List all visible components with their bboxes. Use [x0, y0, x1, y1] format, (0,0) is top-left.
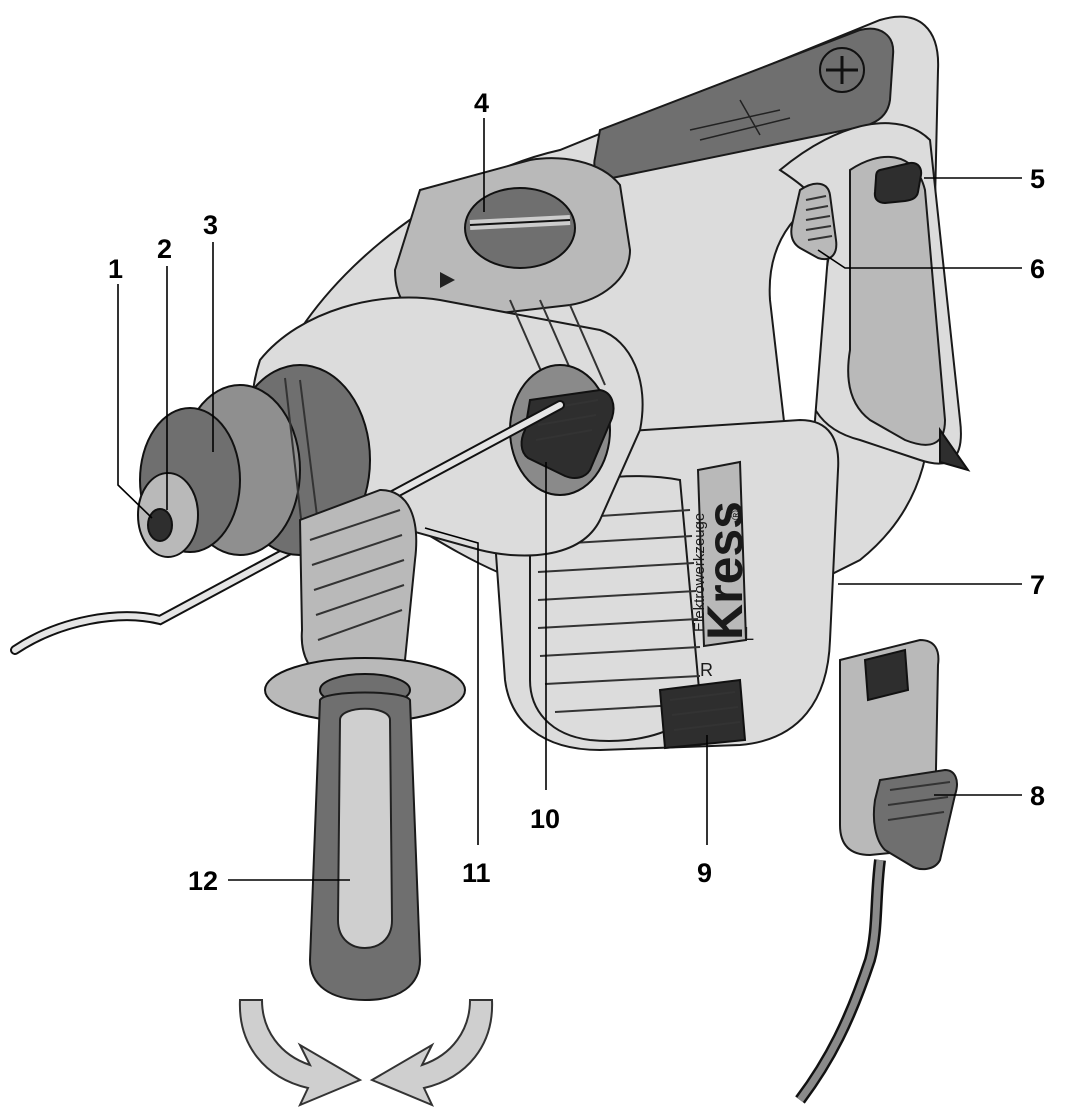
leader-lines: [117, 118, 1022, 881]
rotation-arrows: [238, 999, 494, 1107]
mode-selector-dial: [393, 157, 632, 322]
callout-1: 1: [108, 254, 123, 284]
rear-handle: [768, 122, 971, 472]
direction-left-label: L: [744, 624, 754, 644]
trigger-switch: [790, 182, 838, 260]
callout-12: 12: [188, 866, 218, 896]
callout-4: 4: [474, 88, 489, 118]
lock-button: [873, 161, 923, 205]
brand-name: Kress: [697, 501, 753, 640]
callout-2: 2: [157, 234, 172, 264]
registered-mark: ®: [728, 510, 743, 520]
rotation-direction-switch: R L: [658, 624, 754, 750]
callout-6: 6: [1030, 254, 1045, 284]
cable-connector: [795, 638, 958, 1104]
callout-9: 9: [697, 858, 712, 888]
callout-7: 7: [1030, 570, 1045, 600]
rotate-right-arrow-icon: [238, 999, 363, 1107]
callout-5: 5: [1030, 164, 1045, 194]
brand-subtitle: Elektrowerkzeuge: [691, 513, 708, 632]
callout-8: 8: [1030, 781, 1045, 811]
brand-label: Kress Elektrowerkzeuge ®: [691, 501, 753, 640]
auxiliary-handle: [264, 488, 466, 1002]
callout-11: 11: [462, 858, 491, 888]
rotate-left-arrow-icon: [369, 999, 494, 1107]
callout-numbers: 1 2 3 4 5 6 7 8 9 10 11 12: [108, 88, 1045, 896]
leader-6: [817, 249, 1022, 269]
callout-3: 3: [203, 210, 218, 240]
leader-11: [424, 527, 479, 845]
callout-10: 10: [530, 804, 560, 834]
leader-1: [117, 284, 153, 519]
direction-right-label: R: [700, 660, 713, 680]
depth-stop-rod: [10, 400, 565, 655]
